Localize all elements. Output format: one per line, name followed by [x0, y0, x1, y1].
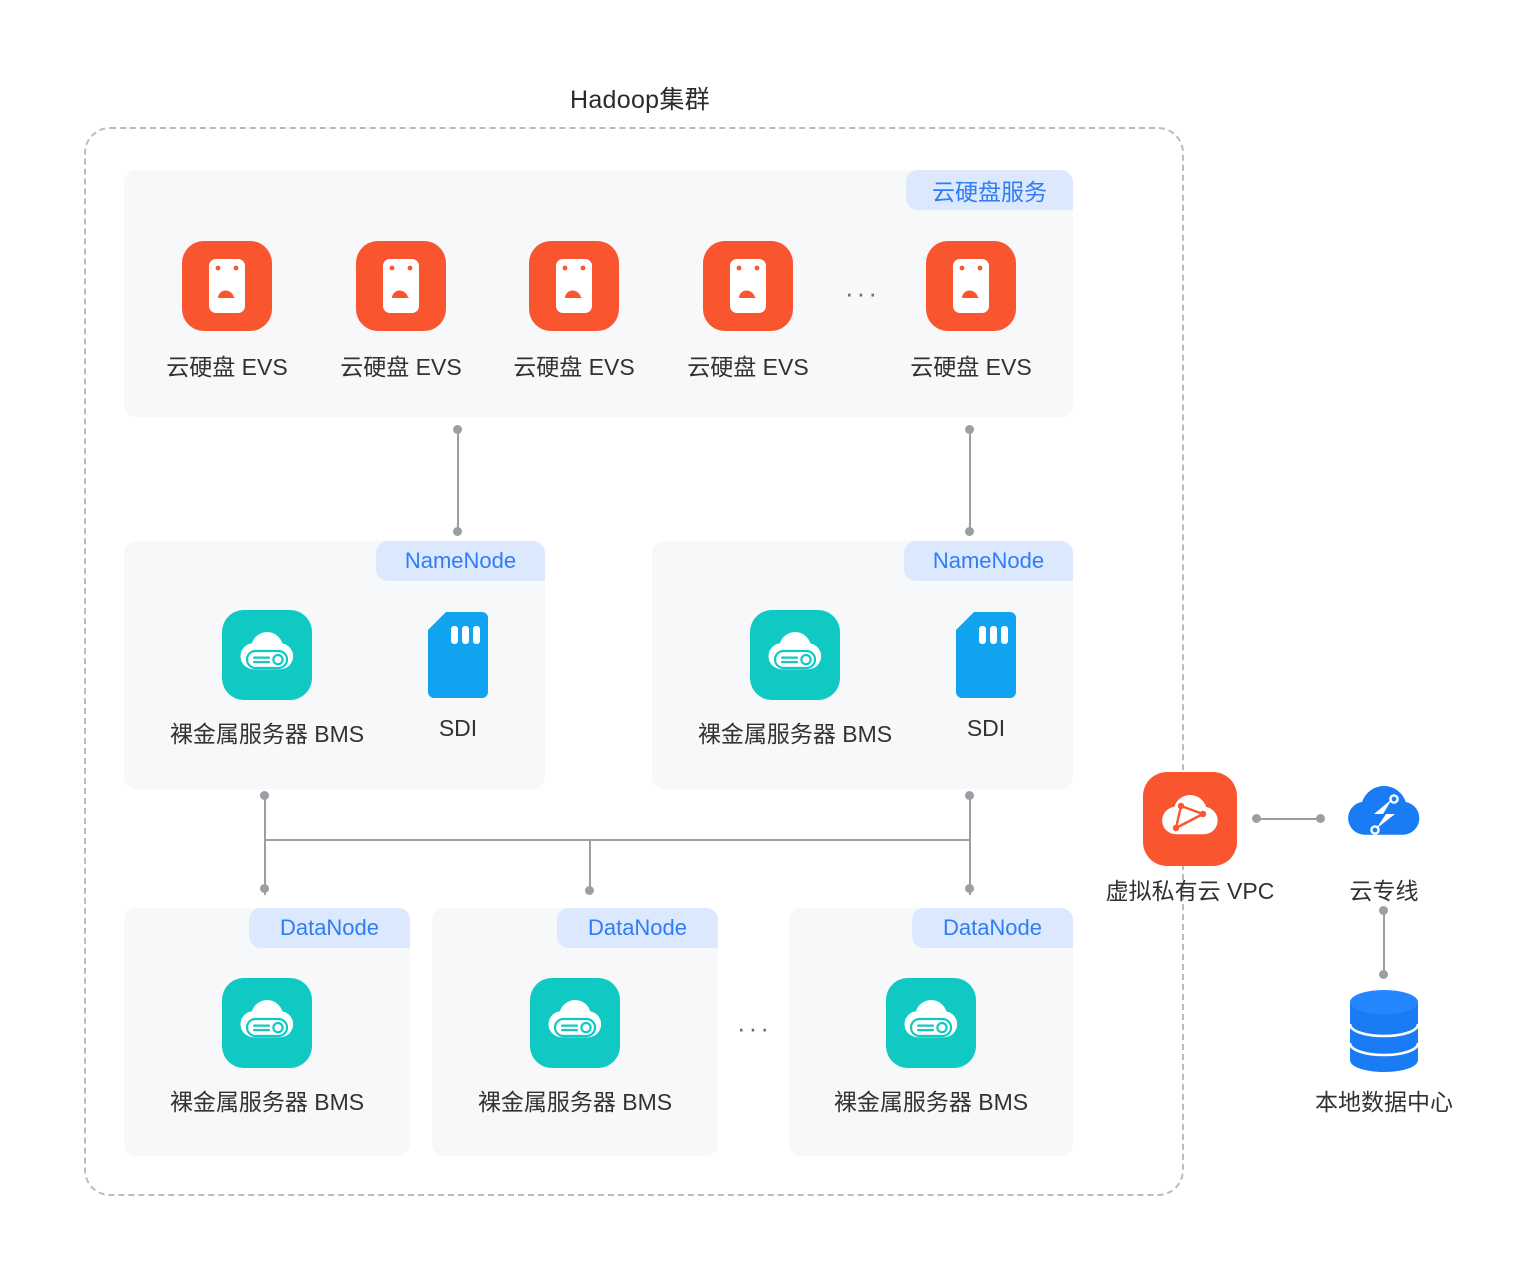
connector-direct-connect-to-datacenter — [1383, 910, 1385, 972]
evs-label-2: 云硬盘 EVS — [340, 354, 462, 380]
connector-dot — [1316, 814, 1325, 823]
vpc-cloud-icon — [1143, 772, 1237, 866]
connector-dot — [585, 886, 594, 895]
sdi-card-icon — [428, 612, 488, 698]
evs-disk-icon — [182, 241, 272, 331]
badge-namenode-left: NameNode — [376, 541, 545, 581]
sdi-label-namenode-right: SDI — [966, 715, 1006, 741]
evs-disk-icon — [703, 241, 793, 331]
bms-server-icon — [530, 978, 620, 1068]
sdi-card-icon — [956, 612, 1016, 698]
connector-dot — [1379, 970, 1388, 979]
evs-disk-icon — [529, 241, 619, 331]
local-datacenter-label: 本地数据中心 — [1315, 1089, 1453, 1115]
connector-dot — [260, 884, 269, 893]
evs-label-5: 云硬盘 EVS — [910, 354, 1032, 380]
connector-bus-drop-right — [969, 795, 971, 895]
bms-label-namenode-left: 裸金属服务器 BMS — [169, 721, 365, 747]
page-title: Hadoop集群 — [570, 86, 710, 114]
connector-evs-to-namenode-right — [969, 429, 971, 530]
badge-namenode-right: NameNode — [904, 541, 1073, 581]
connector-dot — [453, 527, 462, 536]
bms-label-datanode-2: 裸金属服务器 BMS — [477, 1089, 673, 1115]
vpc-label: 虚拟私有云 VPC — [1105, 878, 1275, 904]
bms-server-icon — [222, 978, 312, 1068]
connector-dot — [965, 527, 974, 536]
badge-datanode-3: DataNode — [912, 908, 1073, 948]
sdi-label-namenode-left: SDI — [438, 715, 478, 741]
local-datacenter-database-icon — [1340, 986, 1428, 1076]
bms-label-namenode-right: 裸金属服务器 BMS — [697, 721, 893, 747]
connector-dot — [965, 884, 974, 893]
bms-label-datanode-1: 裸金属服务器 BMS — [169, 1089, 365, 1115]
connector-evs-to-namenode-left — [457, 429, 459, 530]
datanode-ellipsis: ··· — [737, 1013, 772, 1043]
connector-bus-drop-middle — [589, 840, 591, 892]
bms-server-icon — [886, 978, 976, 1068]
connector-bus-drop-left — [264, 795, 266, 895]
evs-label-1: 云硬盘 EVS — [166, 354, 288, 380]
bms-label-datanode-3: 裸金属服务器 BMS — [833, 1089, 1029, 1115]
bms-server-icon — [222, 610, 312, 700]
evs-label-4: 云硬盘 EVS — [687, 354, 809, 380]
connector-bus-horizontal — [264, 839, 971, 841]
evs-disk-icon — [356, 241, 446, 331]
connector-vpc-to-direct-connect — [1256, 818, 1320, 820]
direct-connect-label: 云专线 — [1349, 878, 1419, 904]
badge-datanode-1: DataNode — [249, 908, 410, 948]
evs-disk-icon — [926, 241, 1016, 331]
evs-label-3: 云硬盘 EVS — [513, 354, 635, 380]
badge-cloud-disk-service: 云硬盘服务 — [906, 170, 1073, 210]
evs-ellipsis: ··· — [845, 278, 880, 308]
bms-server-icon — [750, 610, 840, 700]
direct-connect-cloud-icon — [1340, 783, 1428, 855]
badge-datanode-2: DataNode — [557, 908, 718, 948]
